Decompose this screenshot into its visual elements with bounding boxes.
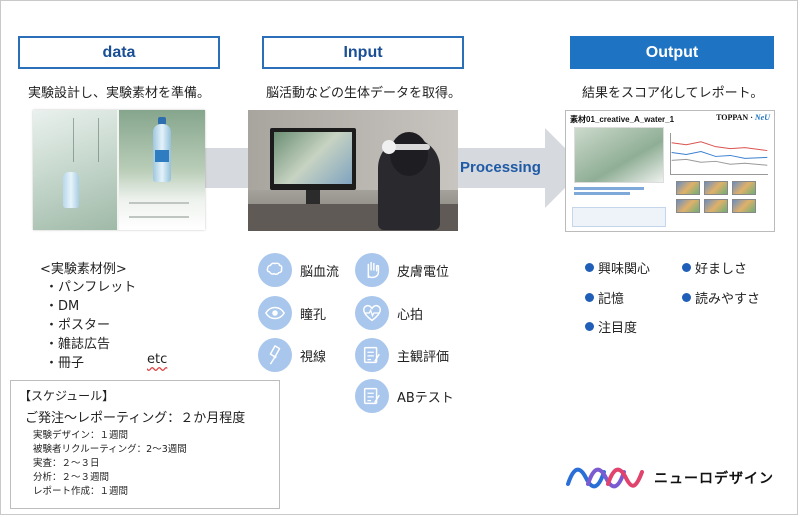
brain-icon: [258, 253, 292, 287]
gaze-icon: [258, 338, 292, 372]
result-label: 興味関心: [598, 262, 651, 277]
bottle-cap: [158, 117, 166, 125]
bullet-dot: [682, 293, 691, 302]
schedule-box: 【スケジュール】 ご発注～レポーティング：２か月程度 実験デザイン：１週間 被験…: [10, 380, 280, 509]
metric-subjective-evaluation: 主観評価: [355, 338, 449, 372]
heartbeat-icon: [355, 296, 389, 330]
subtitle-output: 結果をスコア化してレポート。: [582, 86, 764, 101]
metric-label: 皮膚電位: [397, 264, 450, 280]
photo-subject-head: [390, 132, 428, 176]
report-title: 素材01_creative_A_water_1: [570, 115, 675, 124]
schedule-item: 実験デザイン：１週間: [33, 430, 129, 441]
metric-label: 脳血流: [300, 264, 340, 280]
report-heatmap-tile: [676, 181, 700, 195]
schedule-item: 実査：２～３日: [33, 458, 100, 469]
subtitle-input: 脳活動などの生体データを取得。: [266, 86, 462, 101]
result-label: 読みやすさ: [695, 292, 761, 307]
result-readability: 読みやすさ: [682, 288, 760, 307]
material-item: ・冊子: [45, 356, 85, 371]
schedule-title: 【スケジュール】: [19, 389, 115, 403]
pamphlet-left-page: [33, 110, 117, 230]
report-brand-neu: NeU: [754, 113, 770, 122]
checklist-icon: [355, 338, 389, 372]
metric-label: 主観評価: [397, 349, 450, 365]
photo-sensor: [382, 140, 396, 154]
experiment-photo: [248, 110, 458, 231]
material-item: ・DM: [45, 299, 80, 314]
photo-monitor-screen: [274, 132, 352, 184]
metric-label: ABテスト: [397, 390, 454, 406]
checklist-icon: [355, 379, 389, 413]
report-heatmap-tile: [704, 181, 728, 195]
metric-skin-potential: 皮膚電位: [355, 253, 449, 287]
metric-label: 瞳孔: [300, 307, 327, 323]
bullet-dot: [585, 263, 594, 272]
report-heatmap-tile: [704, 199, 728, 213]
report-score-lines: [574, 187, 664, 201]
result-label: 注目度: [598, 321, 638, 336]
result-attention: 注目度: [585, 317, 637, 336]
metric-gaze: 視線: [258, 338, 326, 372]
logo-text: ニューロデザイン: [654, 471, 774, 487]
neurodesign-logo-icon: [566, 467, 644, 489]
result-label: 記憶: [598, 292, 625, 307]
material-item: ・パンフレット: [45, 280, 137, 295]
bottle-label: [155, 150, 169, 162]
report-heatmap-tile: [676, 199, 700, 213]
metric-label: 心拍: [397, 307, 424, 323]
result-interest: 興味関心: [585, 258, 650, 277]
result-label: 好ましさ: [695, 262, 748, 277]
metric-brain-blood-flow: 脳血流: [258, 253, 339, 287]
header-input: Input: [262, 36, 464, 69]
photo-headband: [386, 144, 430, 150]
result-memory: 記憶: [585, 288, 624, 307]
pamphlet-vertical-text: [73, 118, 99, 162]
metric-heart-rate: 心拍: [355, 296, 423, 330]
report-thumbnail: [574, 127, 664, 183]
metric-label: 視線: [300, 349, 327, 365]
schedule-item: レポート作成：１週間: [33, 486, 129, 497]
report-line-graph: [670, 133, 768, 175]
subtitle-data: 実験設計し、実験素材を準備。: [28, 86, 211, 101]
header-output: Output: [570, 36, 774, 69]
report-brand-toppan: TOPPAN: [716, 113, 749, 122]
materials-etc: etc: [147, 352, 168, 367]
header-data: data: [18, 36, 220, 69]
pamphlet-right-page: [119, 110, 205, 230]
report-brand: TOPPAN · NeU: [716, 113, 770, 122]
report-heatmap-tile: [732, 181, 756, 195]
materials-title: <実験素材例>: [40, 262, 127, 277]
hand-icon: [355, 253, 389, 287]
report-heatmap-tile: [732, 199, 756, 213]
report-image: 素材01_creative_A_water_1 TOPPAN · NeU: [565, 110, 775, 232]
water-bottle-small: [63, 172, 79, 208]
pamphlet-text-lines: [129, 202, 189, 218]
result-preference: 好ましさ: [682, 258, 747, 277]
metric-ab-test: ABテスト: [355, 379, 454, 413]
processing-label: Processing: [460, 159, 541, 176]
eye-icon: [258, 296, 292, 330]
material-item: ・雑誌広告: [45, 337, 111, 352]
report-note-box: [572, 207, 666, 227]
bullet-dot: [682, 263, 691, 272]
bullet-dot: [585, 322, 594, 331]
material-item: ・ポスター: [45, 318, 111, 333]
photo-monitor-stand: [306, 190, 320, 206]
bullet-dot: [585, 293, 594, 302]
schedule-item: 分析：２～３週間: [33, 472, 110, 483]
pamphlet-image: [33, 110, 205, 230]
schedule-main: ご発注～レポーティング：２か月程度: [25, 411, 246, 426]
metric-pupil: 瞳孔: [258, 296, 326, 330]
schedule-item: 被験者リクルーティング：2～3週間: [33, 444, 187, 455]
